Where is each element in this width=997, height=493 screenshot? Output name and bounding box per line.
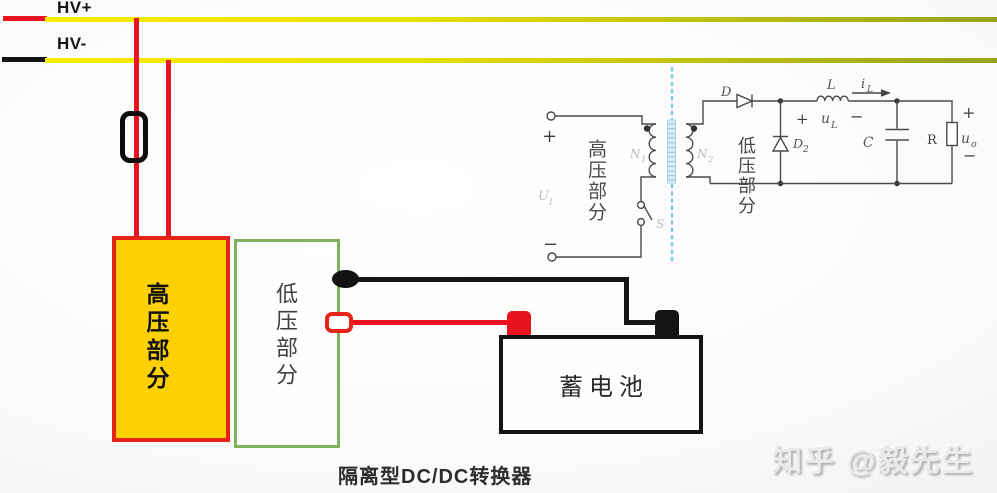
hv-minus-rail: [45, 58, 997, 63]
fuse-symbol: [120, 111, 148, 163]
resistor-label: R: [927, 133, 938, 148]
hv-minus-label: HV-: [57, 34, 87, 53]
input-voltage-label: U: [538, 189, 550, 204]
output-voltage-sub: o: [971, 139, 977, 150]
secondary-winding-sub: 2: [707, 155, 713, 165]
primary-return-wire: [556, 225, 642, 258]
load-resistor: [946, 121, 958, 147]
load-branch-wire: [897, 100, 953, 184]
watermark: 知乎 @毅先生: [772, 445, 974, 478]
hv-plus-rail: [45, 17, 997, 22]
input-voltage-sub: 1: [548, 198, 554, 208]
output-voltage-label: u: [961, 131, 970, 147]
input-minus-sign: −: [543, 234, 558, 255]
freewheel-diode: [771, 136, 790, 152]
secondary-winding-label: N: [696, 147, 708, 161]
hv-plus-label: HV+: [57, 0, 93, 17]
input-positive-terminal: [546, 111, 556, 121]
output-plus-sign: +: [962, 103, 975, 122]
battery-negative-wire-vertical: [624, 277, 629, 325]
inductor-voltage-label: u: [821, 111, 830, 127]
transformer-core-hatch: [668, 123, 675, 181]
battery-negative-terminal: [655, 310, 679, 339]
battery-negative-wire-stub: [624, 320, 660, 325]
primary-winding-sub: 1: [641, 155, 646, 165]
high-voltage-box-label: 高压部分: [143, 282, 168, 394]
node-dot: [777, 180, 784, 187]
node-dot: [777, 98, 784, 104]
secondary-top-wire: [686, 100, 737, 125]
inductor-voltage-sub: L: [830, 120, 837, 131]
input-negative-terminal: [547, 252, 557, 262]
high-voltage-box: 高压部分: [112, 236, 230, 442]
switch-label: S: [656, 217, 664, 231]
inductor-label: L: [826, 78, 836, 93]
freewheel-diode-label: D: [792, 136, 803, 151]
switch-blade: [643, 205, 653, 221]
battery-positive-wire: [351, 320, 509, 325]
primary-top-wire: [555, 115, 656, 125]
current-arrow-head: [881, 89, 891, 97]
primary-polarity-dot: [643, 125, 651, 132]
rectifier-diode-label: D: [720, 85, 732, 100]
secondary-bottom-wire: [686, 176, 711, 184]
schematic-lv-section-label: 低压部分: [736, 136, 756, 216]
switch-bottom-contact: [636, 217, 646, 227]
low-voltage-box-label: 低压部分: [273, 282, 298, 390]
hv-minus-drop-wire: [166, 60, 171, 236]
battery-box: 蓄电池: [499, 335, 703, 434]
inductor-coil: [816, 95, 849, 102]
rectifier-diode: [736, 93, 754, 109]
diagram-caption: 隔离型DC/DC转换器: [338, 466, 533, 488]
secondary-winding-coil: [685, 123, 694, 178]
hv-plus-drop-wire: [134, 18, 139, 236]
inductor-voltage-minus: −: [850, 107, 863, 126]
battery-label: 蓄电池: [559, 375, 649, 401]
output-minus-sign: −: [963, 146, 976, 165]
low-voltage-box: 低压部分: [234, 239, 340, 448]
schematic-hv-section-label: 高压部分: [585, 139, 606, 223]
hv-minus-black-segment: [2, 57, 47, 62]
primary-winding-coil: [648, 123, 657, 178]
transformer-core: [667, 119, 676, 184]
switch-top-contact: [636, 200, 646, 210]
battery-negative-wire-horizontal: [352, 277, 629, 282]
node-dot: [894, 98, 900, 104]
capacitor-label: C: [863, 135, 874, 151]
inductor-current-sub: L: [866, 85, 873, 95]
node-dot: [894, 180, 900, 187]
battery-positive-terminal: [507, 311, 531, 339]
input-plus-sign: +: [542, 126, 557, 147]
inductor-voltage-plus: +: [796, 110, 809, 128]
hv-plus-red-segment: [3, 16, 47, 21]
freewheel-diode-sub: 2: [802, 145, 809, 155]
primary-winding-label: N: [629, 147, 641, 161]
negative-connector-lug: [332, 270, 359, 288]
primary-bottom-wire: [640, 176, 656, 201]
secondary-polarity-dot: [690, 125, 698, 132]
positive-connector-plug: [325, 312, 353, 333]
inductor-current-label: i: [861, 77, 865, 92]
capacitor: [885, 101, 909, 184]
